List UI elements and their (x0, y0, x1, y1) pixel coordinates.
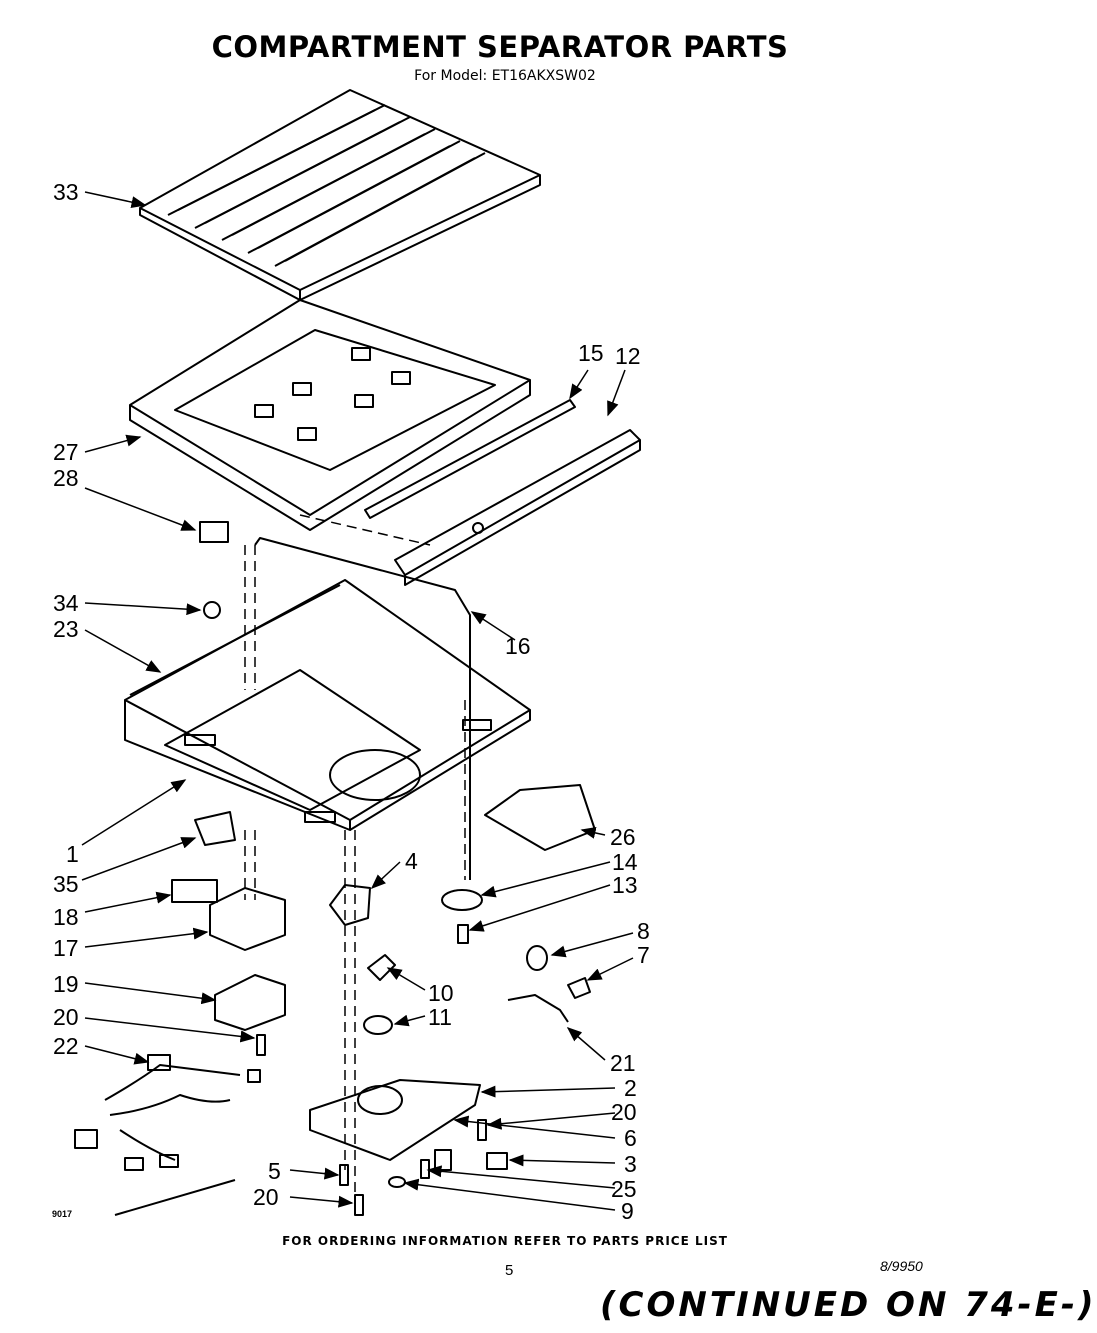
ordering-note: FOR ORDERING INFORMATION REFER TO PARTS … (282, 1234, 728, 1248)
dash-line (114, 1179, 236, 1216)
callout-9: 9 (621, 1198, 634, 1224)
part-3-switch (434, 1149, 452, 1171)
callout-13: 13 (612, 872, 638, 898)
callout-4: 4 (405, 848, 418, 874)
part-6-lamp-socket (486, 1152, 508, 1170)
part-25-screw (420, 1159, 430, 1179)
drawing-code: 9017 (52, 1209, 73, 1219)
callout-23: 23 (53, 616, 79, 642)
part-33-grille (139, 89, 541, 301)
callout-25: 25 (611, 1176, 637, 1202)
part-17-housing (209, 887, 286, 951)
callout-34: 34 (53, 590, 79, 616)
callout-12: 12 (615, 343, 641, 369)
callout-2: 2 (624, 1075, 637, 1101)
part-18-bezel (171, 879, 218, 903)
part-8-bulb (526, 945, 548, 971)
part-15-strip (364, 399, 576, 519)
callout-19: 19 (53, 971, 79, 997)
model-subtitle: For Model: ET16AKXSW02 (414, 68, 596, 84)
callout-7: 7 (637, 942, 650, 968)
part-1-separator (124, 579, 531, 831)
part-27-frame (129, 299, 531, 531)
callout-20: 20 (611, 1099, 637, 1125)
callout-17: 17 (53, 935, 79, 961)
callout-10: 10 (428, 980, 454, 1006)
part-20-screw (477, 1119, 487, 1141)
callout-15: 15 (578, 340, 604, 366)
part-4-bracket (329, 884, 371, 926)
callout-21: 21 (610, 1050, 636, 1076)
part-34-fastener (203, 601, 221, 619)
part-12-rail (394, 429, 641, 586)
exploded-parts-diagram (74, 89, 641, 1216)
part-35-damper (194, 811, 236, 846)
callout-16: 16 (505, 633, 531, 659)
part-21-harness (507, 994, 569, 1023)
callout-14: 14 (612, 849, 638, 875)
page-number: 5 (505, 1262, 514, 1279)
part-11-knob (363, 1015, 393, 1035)
callout-26: 26 (610, 824, 636, 850)
part-22-wiring-harness (74, 1054, 261, 1171)
callout-8: 8 (637, 918, 650, 944)
part-28-block (199, 521, 229, 543)
drawing-reference: 8/9950 (880, 1258, 923, 1274)
callout-35: 35 (53, 871, 79, 897)
callout-20: 20 (253, 1184, 279, 1210)
callout-18: 18 (53, 904, 79, 930)
callout-27: 27 (53, 439, 79, 465)
callout-11: 11 (428, 1004, 452, 1030)
continued-note: (CONTINUED ON 74-E-) (600, 1285, 1097, 1325)
part-13-screw (457, 924, 469, 944)
leader-lines (81, 191, 634, 1211)
assembly-lines (244, 514, 466, 1200)
callout-1: 1 (66, 841, 79, 867)
part-19-control (214, 974, 286, 1031)
page-title: COMPARTMENT SEPARATOR PARTS (211, 30, 789, 64)
part-26-insulation (484, 784, 596, 851)
part-7-socket (567, 977, 591, 999)
part-14-fitting (441, 889, 483, 911)
part-5-screw (339, 1164, 349, 1186)
part-2-housing (309, 1079, 481, 1161)
callout-20: 20 (53, 1004, 79, 1030)
part-20-screw (256, 1034, 266, 1056)
callout-28: 28 (53, 465, 79, 491)
callout-22: 22 (53, 1033, 79, 1059)
callout-33: 33 (53, 179, 79, 205)
callout-5: 5 (268, 1158, 281, 1184)
part-16-wire (254, 537, 471, 880)
part-9-plug (388, 1176, 406, 1188)
part-20-screw (354, 1194, 364, 1216)
part-10-switch (367, 954, 396, 981)
callout-3: 3 (624, 1151, 637, 1177)
callout-6: 6 (624, 1125, 637, 1151)
